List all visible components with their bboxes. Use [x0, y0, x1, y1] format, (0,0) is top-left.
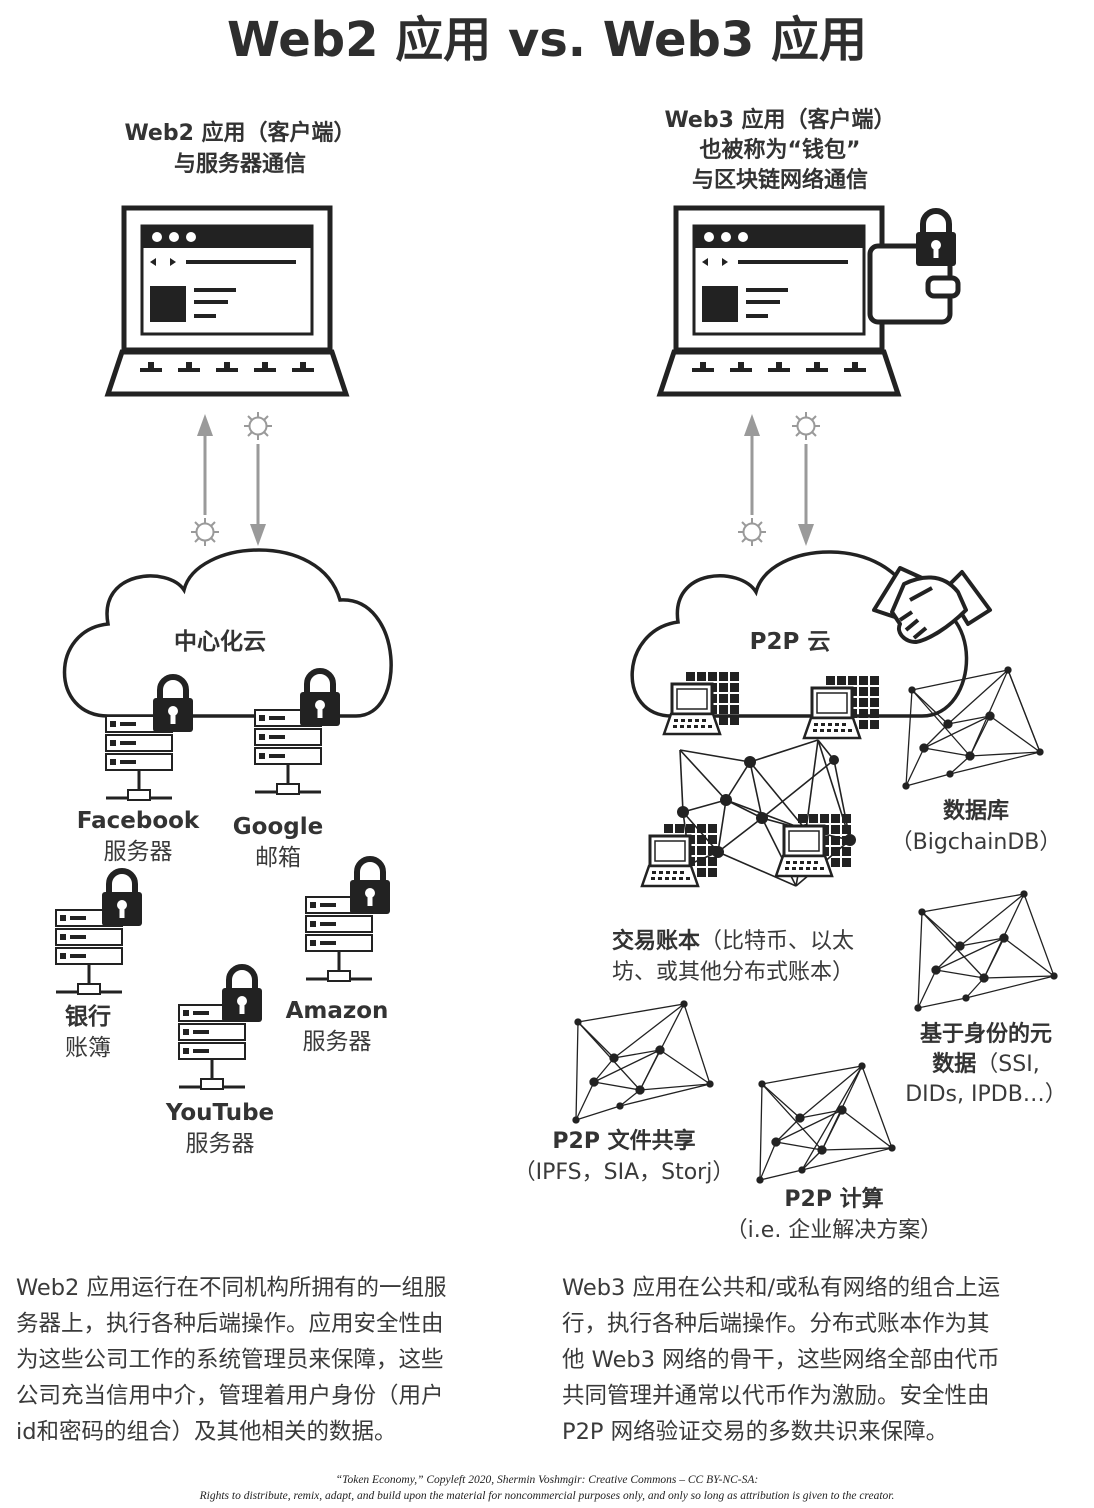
web3-description-line: 行，执行各种后端操作。分布式账本作为其 — [562, 1311, 990, 1337]
web3-response-arrow — [791, 411, 821, 546]
file-sharing-detail: （IPFS，SIA，Storj） — [513, 1160, 735, 1185]
web2-request-arrow — [190, 414, 220, 547]
identity-network — [914, 890, 1058, 1012]
handshake-icon — [872, 566, 992, 644]
computing-caption: P2P 计算 （i.e. 企业解决方案） — [720, 1184, 948, 1246]
server-sub: 邮箱 — [255, 845, 301, 871]
computing-title: P2P 计算 — [784, 1187, 884, 1212]
youtube-caption: YouTube 服务器 — [150, 1098, 290, 1160]
web2-response-arrow — [243, 411, 273, 546]
web3-description-line: P2P 网络验证交易的多数共识来保障。 — [562, 1419, 949, 1445]
ledger-caption: 交易账本（比特币、以太 坊、或其他分布式账本） — [612, 926, 902, 988]
web2-description-line: 公司充当信用中介，管理着用户身份（用户 — [16, 1383, 444, 1409]
file-sharing-caption: P2P 文件共享 （IPFS，SIA，Storj） — [508, 1126, 740, 1188]
file-sharing-title: P2P 文件共享 — [552, 1129, 696, 1154]
ledger-network — [679, 739, 851, 887]
server-sub: 服务器 — [103, 839, 173, 865]
server-name: Google — [232, 814, 324, 840]
facebook-caption: Facebook 服务器 — [68, 806, 208, 868]
web2-description-line: Web2 应用运行在不同机构所拥有的一组服 — [16, 1275, 447, 1301]
web3-client-line: 与区块链网络通信 — [691, 168, 868, 193]
web3-client-line: 也被称为“钱包” — [699, 138, 861, 163]
p2p-cloud-label: P2P 云 — [749, 629, 831, 655]
web2-laptop-icon — [104, 205, 350, 397]
ledger-detail-line2: 坊、或其他分布式账本） — [612, 960, 855, 985]
bank-caption: 银行 账簿 — [38, 1002, 138, 1064]
web2-description: Web2 应用运行在不同机构所拥有的一组服 务器上，执行各种后端操作。应用安全性… — [16, 1270, 536, 1450]
identity-detail: （SSI, — [976, 1052, 1040, 1077]
youtube-server-icon — [177, 967, 262, 1091]
footer-credit: “Token Economy,” Copyleft 2020, Shermin … — [335, 1474, 759, 1486]
identity-caption: 基于身份的元 数据（SSI, DIDs, IPDB…） — [896, 1020, 1076, 1110]
server-sub: 账簿 — [65, 1035, 111, 1061]
web2-client-line: Web2 应用（客户端） — [124, 121, 356, 146]
server-name: 银行 — [65, 1004, 111, 1030]
centralized-cloud-label: 中心化云 — [174, 629, 266, 655]
server-name: Facebook — [76, 808, 200, 834]
server-sub: 服务器 — [185, 1131, 255, 1157]
web3-description: Web3 应用在公共和/或私有网络的组合上运 行，执行各种后端操作。分布式账本作… — [562, 1270, 1082, 1450]
file-sharing-network — [572, 1000, 714, 1124]
server-name: YouTube — [165, 1100, 275, 1126]
web3-client-caption: Web3 应用（客户端） 也被称为“钱包” 与区块链网络通信 — [620, 106, 940, 196]
web2-description-line: 务器上，执行各种后端操作。应用安全性由 — [16, 1311, 444, 1337]
database-caption: 数据库 （BigchainDB） — [886, 796, 1066, 858]
footer-license: Rights to distribute, remix, adapt, and … — [199, 1490, 895, 1502]
server-name: Amazon — [285, 998, 389, 1024]
web2-client-line: 与服务器通信 — [173, 152, 306, 177]
web2-client-caption: Web2 应用（客户端） 与服务器通信 — [80, 118, 400, 180]
web3-laptop-icon — [656, 205, 902, 397]
amazon-server-icon — [304, 859, 390, 983]
identity-title-2: 数据 — [932, 1052, 977, 1077]
web3-description-line: 共同管理并通常以代币作为激励。安全性由 — [562, 1383, 990, 1409]
web3-description-line: 他 Web3 网络的骨干，这些网络全部由代币 — [562, 1347, 1000, 1373]
ledger-detail: （比特币、以太 — [700, 929, 855, 954]
identity-title: 基于身份的元 — [919, 1022, 1052, 1047]
web3-request-arrow — [737, 414, 767, 547]
database-detail: （BigchainDB） — [890, 830, 1062, 855]
web3-client-line: Web3 应用（客户端） — [664, 108, 896, 133]
google-caption: Google 邮箱 — [218, 812, 338, 874]
ledger-node-icon — [640, 822, 719, 888]
computing-detail: （i.e. 企业解决方案） — [725, 1218, 943, 1243]
database-network — [902, 666, 1044, 790]
computing-network — [756, 1062, 896, 1184]
web2-description-line: 为这些公司工作的系统管理员来保障，这些 — [16, 1347, 444, 1373]
wallet-icon — [867, 211, 961, 325]
server-sub: 服务器 — [302, 1029, 372, 1055]
ledger-title: 交易账本 — [612, 929, 701, 954]
identity-detail-2: DIDs, IPDB…） — [905, 1082, 1067, 1107]
web3-description-line: Web3 应用在公共和/或私有网络的组合上运 — [562, 1275, 1001, 1301]
bank-server-icon — [54, 871, 142, 996]
web2-description-line: id和密码的组合）及其他相关的数据。 — [16, 1419, 397, 1445]
database-title: 数据库 — [942, 799, 1009, 824]
amazon-caption: Amazon 服务器 — [272, 996, 402, 1058]
page-title: Web2 应用 vs. Web3 应用 — [226, 12, 868, 68]
